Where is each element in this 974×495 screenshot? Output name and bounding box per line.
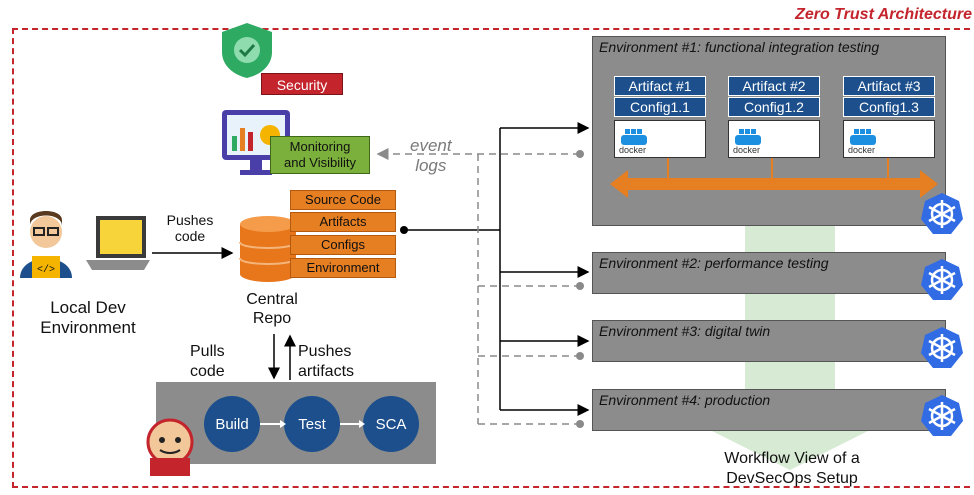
docker-icon (621, 129, 647, 145)
docker-label: docker (733, 145, 761, 155)
pushes-artifacts-line1: Pushes (298, 343, 352, 360)
kubernetes-icon (921, 259, 963, 300)
laptop-icon (86, 216, 150, 270)
diagram-title: Zero Trust Architecture (795, 6, 972, 23)
monitoring-label-line1: Monitoring (289, 139, 351, 154)
pushes-code-line2: code (174, 228, 206, 244)
repo-item-artifacts: Artifacts (290, 212, 396, 232)
shield-icon (222, 23, 272, 78)
config-1-1: Config1.1 (614, 97, 706, 117)
environment-4: Environment #4: production (592, 389, 946, 431)
central-repo-line2: Repo (252, 310, 292, 327)
security-label: Security (261, 73, 343, 95)
config-1-2: Config1.2 (728, 97, 820, 117)
docker-label: docker (619, 145, 647, 155)
environment-1-title: Environment #1: functional integration t… (599, 39, 880, 55)
artifact-1: Artifact #1 (614, 76, 706, 96)
workflow-caption-line1: Workflow View of a (724, 450, 860, 467)
pipeline-step-build: Build (204, 396, 260, 452)
artifact-2: Artifact #2 (728, 76, 820, 96)
jenkins-icon (146, 418, 194, 476)
monitoring-label-line2: and Visibility (283, 155, 357, 170)
event-logs-line1: event (410, 136, 452, 155)
pipeline-step-sca: SCA (363, 396, 419, 452)
event-logs-label: event logs (410, 136, 452, 176)
workflow-caption: Workflow View of a DevSecOps Setup (692, 449, 892, 489)
docker-label: docker (848, 145, 876, 155)
pushes-artifacts-line2: artifacts (298, 363, 355, 380)
environment-4-title: Environment #4: production (599, 392, 771, 408)
monitoring-label: Monitoring and Visibility (270, 136, 370, 174)
docker-container-2: docker (728, 120, 820, 158)
environment-2: Environment #2: performance testing (592, 252, 946, 294)
kubernetes-icon (921, 395, 963, 436)
database-icon (239, 216, 297, 282)
local-dev-line2: Environment (40, 318, 136, 337)
pushes-code-label: Pushes code (160, 212, 220, 244)
zero-trust-boundary (12, 28, 970, 488)
environment-2-title: Environment #2: performance testing (599, 255, 829, 271)
svg-text:</>: </> (37, 264, 55, 276)
artifact-3: Artifact #3 (843, 76, 935, 96)
environment-3-title: Environment #3: digital twin (599, 323, 771, 339)
repo-item-configs: Configs (290, 235, 396, 255)
event-logs-line2: logs (415, 156, 447, 175)
docker-container-3: docker (843, 120, 935, 158)
pushes-artifacts-label: Pushes artifacts (298, 342, 378, 382)
pushes-code-line1: Pushes (166, 212, 214, 228)
central-repo-line1: Central (246, 291, 298, 308)
developer-icon: </> (20, 211, 72, 278)
workflow-caption-line2: DevSecOps Setup (726, 470, 858, 487)
pulls-code-line2: code (190, 363, 225, 380)
docker-icon (735, 129, 761, 145)
environment-3: Environment #3: digital twin (592, 320, 946, 362)
kubernetes-icon (921, 193, 963, 234)
repo-item-source-code: Source Code (290, 190, 396, 210)
service-mesh-arrow (610, 158, 938, 198)
pipeline-arrows (260, 420, 365, 428)
docker-container-1: docker (614, 120, 706, 158)
local-dev-label: Local Dev Environment (18, 298, 158, 338)
local-dev-line1: Local Dev (50, 298, 126, 317)
pulls-code-label: Pulls code (190, 342, 250, 382)
pipeline-step-test: Test (284, 396, 340, 452)
central-repo-label: Central Repo (232, 290, 312, 328)
docker-icon (850, 129, 876, 145)
kubernetes-icon (921, 327, 963, 368)
config-1-3: Config1.3 (843, 97, 935, 117)
repo-item-environment: Environment (290, 258, 396, 278)
pulls-code-line1: Pulls (190, 343, 225, 360)
